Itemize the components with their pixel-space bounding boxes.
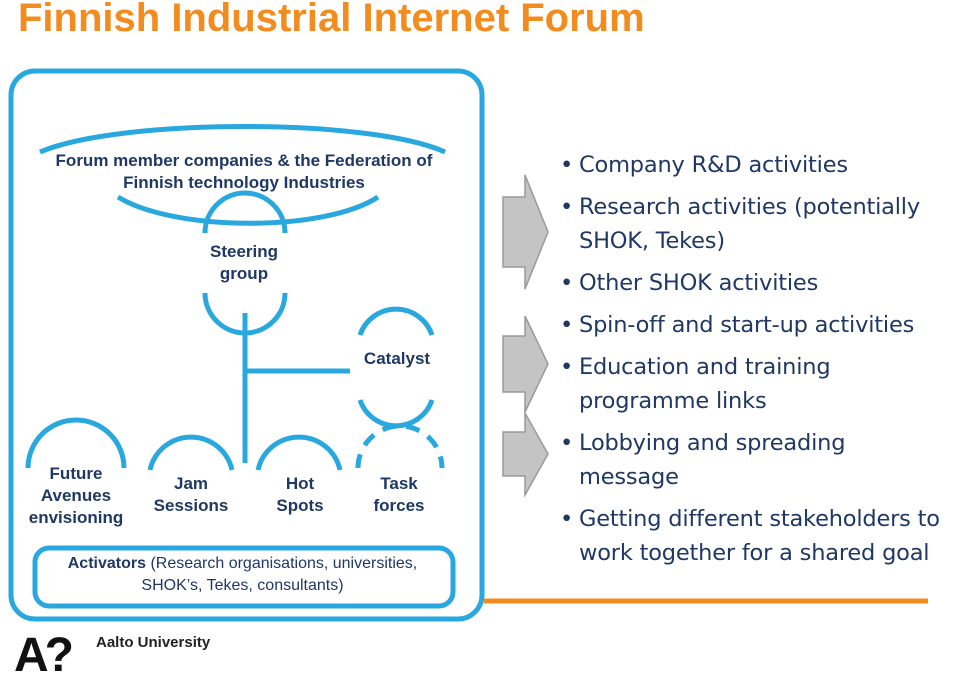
list-item: Spin-off and start-up activities xyxy=(560,308,940,342)
list-item: Education and training programme links xyxy=(560,350,940,418)
list-item: Getting different stakeholders to work t… xyxy=(560,502,940,570)
hot-spots-top-arc xyxy=(255,434,343,471)
forum-members-label: Forum member companies & the Federation … xyxy=(55,151,433,192)
steering-group-label: Steering group xyxy=(209,242,279,283)
arrow-1 xyxy=(502,174,549,290)
list-item: Lobbying and spreading message xyxy=(560,426,940,494)
forum-members-top-arc xyxy=(39,124,447,155)
catalyst-top-arc xyxy=(357,306,435,336)
list-item: Company R&D activities xyxy=(560,148,940,182)
activities-list: Company R&D activities Research activiti… xyxy=(560,148,940,578)
activators-label: Activators (Research organisations, univ… xyxy=(40,553,445,597)
hot-spots-label: Hot Spots xyxy=(276,474,324,515)
forum-members-bottom-arc xyxy=(116,194,380,226)
activators-title: Activators xyxy=(67,555,146,572)
future-avenues-label: Future Avenues envisioning xyxy=(28,464,124,527)
arrow-2 xyxy=(502,315,549,413)
jam-sessions-top-arc xyxy=(147,434,235,471)
future-avenues-top-arc xyxy=(25,417,127,469)
aalto-logo-text: Aalto University xyxy=(96,634,211,651)
steering-group-top-arc xyxy=(202,190,288,234)
activators-box xyxy=(32,545,456,609)
activators-detail: (Research organisations, universities, S… xyxy=(141,555,418,594)
aalto-logo-mark: A? xyxy=(14,629,74,682)
jam-sessions-label: Jam Sessions xyxy=(153,474,229,515)
list-item: Other SHOK activities xyxy=(560,266,940,300)
list-item: Research activities (potentially SHOK, T… xyxy=(560,190,940,258)
task-forces-label: Task forces xyxy=(373,474,425,515)
arrow-3 xyxy=(502,410,549,498)
catalyst-label: Catalyst xyxy=(363,349,431,368)
page-title: Finnish Industrial Internet Forum xyxy=(18,0,645,40)
